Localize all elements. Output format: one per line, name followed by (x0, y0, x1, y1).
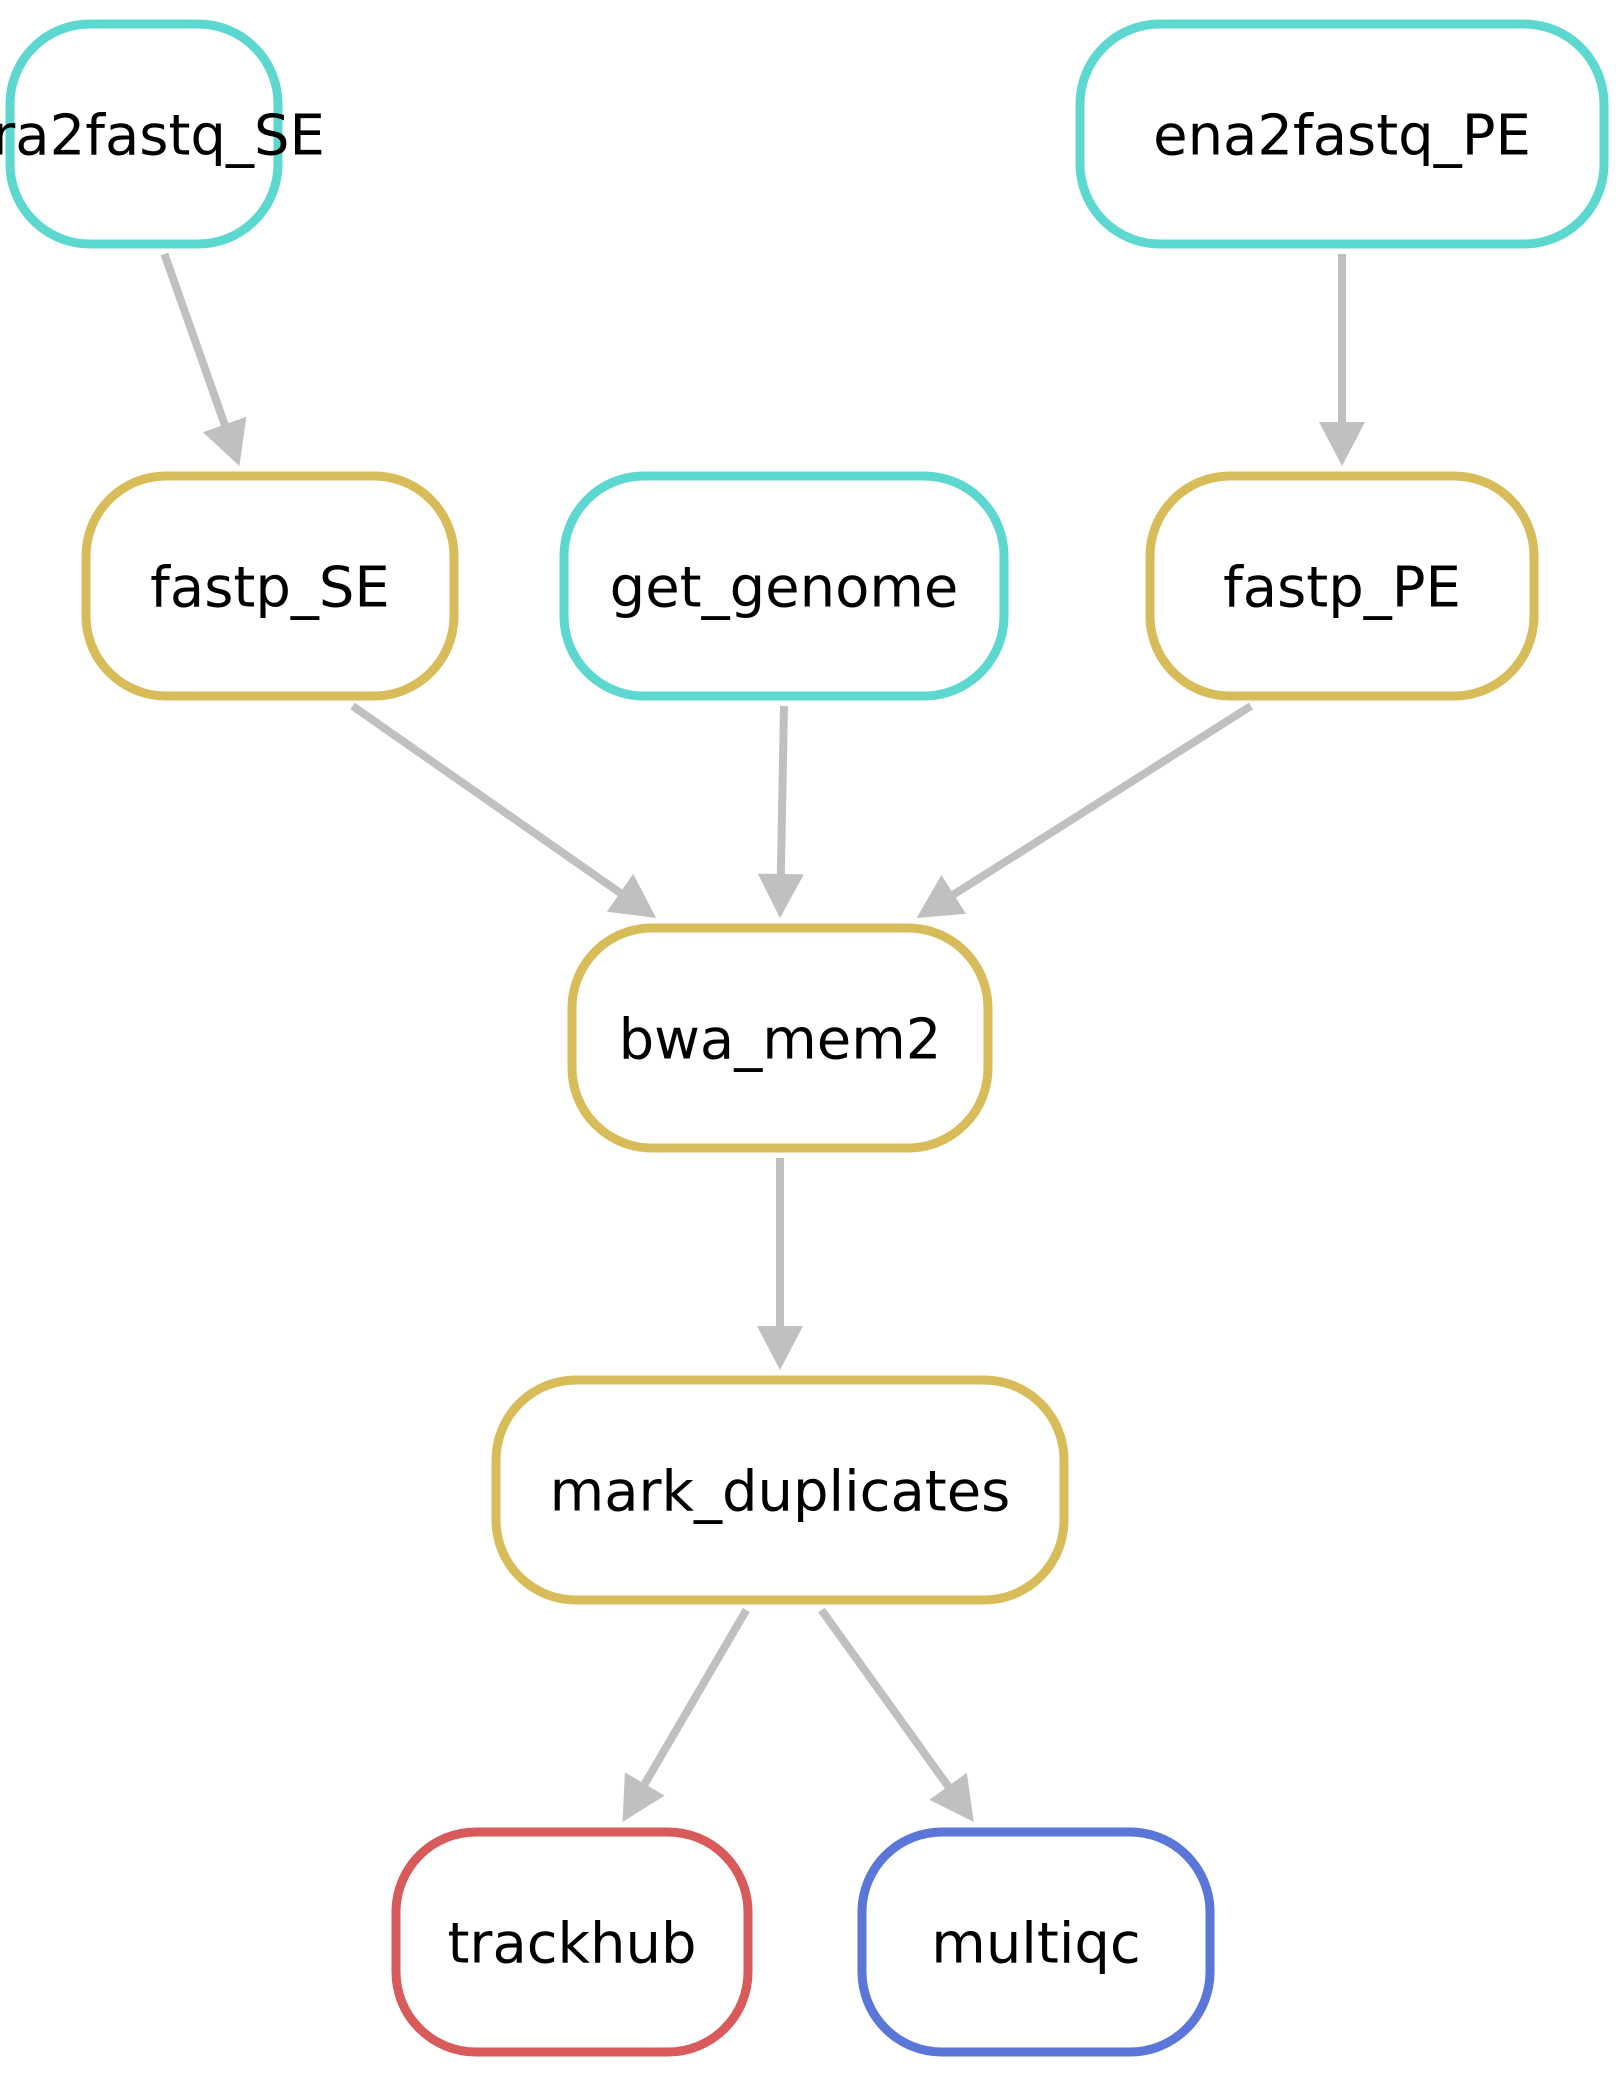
node-multiqc: multiqc (857, 1827, 1215, 2057)
node-box (1075, 19, 1609, 249)
edge-line (160, 252, 230, 428)
edge-line (350, 702, 624, 898)
edge-mark-duplicates-to-trackhub (622, 1607, 750, 1822)
node-get-genome: get_genome (559, 471, 1009, 701)
arrowhead (622, 1772, 665, 1822)
edge-sra2fastq-se-to-fastp-se (160, 252, 247, 466)
node-label: fastp_PE (1223, 556, 1461, 621)
edge-bwa-mem2-to-mark-duplicates (757, 1158, 803, 1370)
node-label: sra2fastq_SE (0, 104, 325, 169)
arrowhead (203, 416, 247, 466)
node-trackhub: trackhub (391, 1827, 753, 2057)
node-box (391, 1827, 753, 2057)
node-fastp-se: fastp_SE (81, 471, 459, 701)
arrowhead (1319, 422, 1365, 466)
edge-line (949, 702, 1254, 899)
node-mark-duplicates: mark_duplicates (491, 1375, 1069, 1605)
node-fastp-pe: fastp_PE (1145, 471, 1539, 701)
edge-get-genome-to-bwa-mem2 (757, 705, 804, 918)
node-box (1145, 471, 1539, 701)
arrowhead (757, 873, 804, 918)
arrowhead (757, 1326, 803, 1370)
node-label: ena2fastq_PE (1153, 104, 1531, 169)
nodes-layer: sra2fastq_SE ena2fastq_PE fastp_SE get_geno… (0, 19, 1609, 2057)
edge-line (640, 1607, 750, 1788)
edge-fastp-pe-to-bwa-mem2 (916, 702, 1254, 918)
node-label: fastp_SE (150, 556, 390, 621)
node-label: multiqc (931, 1912, 1140, 1977)
edge-mark-duplicates-to-multiqc (818, 1607, 974, 1822)
node-box (81, 471, 459, 701)
node-box (559, 471, 1009, 701)
node-sra2fastq-se: sra2fastq_SE (0, 19, 325, 249)
arrowhead (606, 873, 657, 918)
node-box (567, 923, 993, 1153)
edge-line (776, 705, 788, 877)
node-box (857, 1827, 1215, 2057)
node-label: trackhub (447, 1912, 696, 1977)
edge-line (818, 1607, 953, 1791)
arrowhead (916, 875, 966, 918)
node-label: mark_duplicates (550, 1460, 1011, 1525)
edges-layer (160, 252, 1365, 1822)
edge-ena2fastq-pe-to-fastp-pe (1319, 254, 1365, 466)
arrowhead (929, 1772, 974, 1822)
node-label: get_genome (610, 556, 959, 621)
node-box (5, 19, 283, 249)
edge-fastp-se-to-bwa-mem2 (350, 702, 657, 918)
node-ena2fastq-pe: ena2fastq_PE (1075, 19, 1609, 249)
node-box (491, 1375, 1069, 1605)
node-bwa-mem2: bwa_mem2 (567, 923, 993, 1153)
node-label: bwa_mem2 (619, 1008, 942, 1073)
